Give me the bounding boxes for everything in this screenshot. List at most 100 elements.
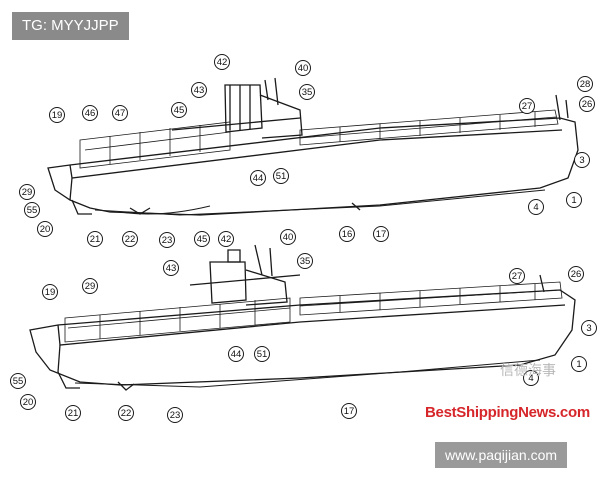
callout-number: 4 xyxy=(533,202,538,213)
callout-lower-4: 4 xyxy=(523,370,539,386)
callout-upper-23: 23 xyxy=(159,232,175,248)
callout-circle xyxy=(254,346,270,362)
callout-upper-4: 4 xyxy=(528,199,544,215)
callout-number: 42 xyxy=(217,57,228,68)
callout-circle xyxy=(297,253,313,269)
callout-upper-1: 1 xyxy=(566,192,582,208)
callout-number: 23 xyxy=(170,410,181,421)
callout-number: 19 xyxy=(45,287,56,298)
callout-lower-35: 35 xyxy=(297,253,313,269)
callout-circle xyxy=(574,152,590,168)
callout-number: 26 xyxy=(571,269,582,280)
callout-number: 51 xyxy=(257,349,268,360)
callout-circle xyxy=(24,202,40,218)
callout-circle xyxy=(82,105,98,121)
callout-number: 26 xyxy=(582,99,593,110)
callout-circle xyxy=(191,82,207,98)
callout-number: 35 xyxy=(300,256,311,267)
callout-number: 19 xyxy=(52,110,63,121)
callout-number: 43 xyxy=(166,263,177,274)
callout-circle xyxy=(42,284,58,300)
callout-number: 27 xyxy=(512,271,523,282)
lower-ship xyxy=(29,244,576,391)
callout-upper-16: 16 xyxy=(339,226,355,242)
callout-circle xyxy=(20,394,36,410)
callout-upper-42: 42 xyxy=(214,54,230,70)
callout-number: 27 xyxy=(522,101,533,112)
callout-number: 29 xyxy=(22,187,33,198)
callout-lower-1: 1 xyxy=(571,356,587,372)
callout-number: 22 xyxy=(125,234,136,245)
callout-upper-55: 55 xyxy=(24,202,40,218)
callout-number: 45 xyxy=(174,105,185,116)
callout-number: 20 xyxy=(23,397,34,408)
callout-lower-43: 43 xyxy=(163,260,179,276)
callout-upper-40: 40 xyxy=(295,60,311,76)
callout-circle xyxy=(37,221,53,237)
callout-upper-28: 28 xyxy=(577,76,593,92)
callout-upper-27: 27 xyxy=(519,98,535,114)
callout-number: 55 xyxy=(27,205,38,216)
callout-number: 17 xyxy=(344,406,355,417)
callout-number: 16 xyxy=(342,229,353,240)
source-tag: TG: MYYJJPP xyxy=(12,12,129,40)
callout-circle xyxy=(112,105,128,121)
callout-lower-23: 23 xyxy=(167,407,183,423)
callout-lower-22: 22 xyxy=(118,405,134,421)
callout-circle xyxy=(214,54,230,70)
callout-number: 17 xyxy=(376,229,387,240)
callout-circle xyxy=(579,96,595,112)
callout-upper-19: 19 xyxy=(49,107,65,123)
callout-lower-44: 44 xyxy=(228,346,244,362)
callout-circle xyxy=(65,405,81,421)
upper-hull xyxy=(47,117,579,216)
callout-number: 46 xyxy=(85,108,96,119)
callout-circle xyxy=(250,170,266,186)
callout-upper-3: 3 xyxy=(574,152,590,168)
cn-watermark: 信德海事 xyxy=(500,363,556,379)
callout-upper-47: 47 xyxy=(112,105,128,121)
callout-circle xyxy=(577,76,593,92)
callout-lower-40: 40 xyxy=(280,229,296,245)
callout-circle xyxy=(159,232,175,248)
callout-number: 4 xyxy=(528,373,533,384)
callout-number: 3 xyxy=(586,323,591,334)
callout-number: 3 xyxy=(579,155,584,166)
callout-number: 21 xyxy=(90,234,101,245)
callout-upper-51: 51 xyxy=(273,168,289,184)
callout-number: 22 xyxy=(121,408,132,419)
callout-lower-26: 26 xyxy=(568,266,584,282)
callout-circle xyxy=(571,356,587,372)
callout-circle xyxy=(341,403,357,419)
callout-circle xyxy=(163,260,179,276)
callout-number: 45 xyxy=(197,234,208,245)
callout-number: 44 xyxy=(231,349,242,360)
callout-number: 21 xyxy=(68,408,79,419)
callout-circle xyxy=(519,98,535,114)
brand-watermark: BestShippingNews.com xyxy=(425,404,590,421)
callout-upper-22: 22 xyxy=(122,231,138,247)
callout-number: 23 xyxy=(162,235,173,246)
callout-upper-20: 20 xyxy=(37,221,53,237)
callout-upper-45: 45 xyxy=(171,102,187,118)
callout-circle xyxy=(218,231,234,247)
callout-circle xyxy=(509,268,525,284)
callout-lower-21: 21 xyxy=(65,405,81,421)
callout-lower-29: 29 xyxy=(82,278,98,294)
callout-lower-45: 45 xyxy=(194,231,210,247)
callout-circle xyxy=(118,405,134,421)
callout-upper-21: 21 xyxy=(87,231,103,247)
callout-circle xyxy=(273,168,289,184)
callout-number: 44 xyxy=(253,173,264,184)
callout-lower-55: 55 xyxy=(10,373,26,389)
callout-upper-46: 46 xyxy=(82,105,98,121)
callout-upper-44: 44 xyxy=(250,170,266,186)
callout-lower-20: 20 xyxy=(20,394,36,410)
callout-upper-29: 29 xyxy=(19,184,35,200)
callout-number: 51 xyxy=(276,171,287,182)
callout-upper-43: 43 xyxy=(191,82,207,98)
callout-number: 20 xyxy=(40,224,51,235)
